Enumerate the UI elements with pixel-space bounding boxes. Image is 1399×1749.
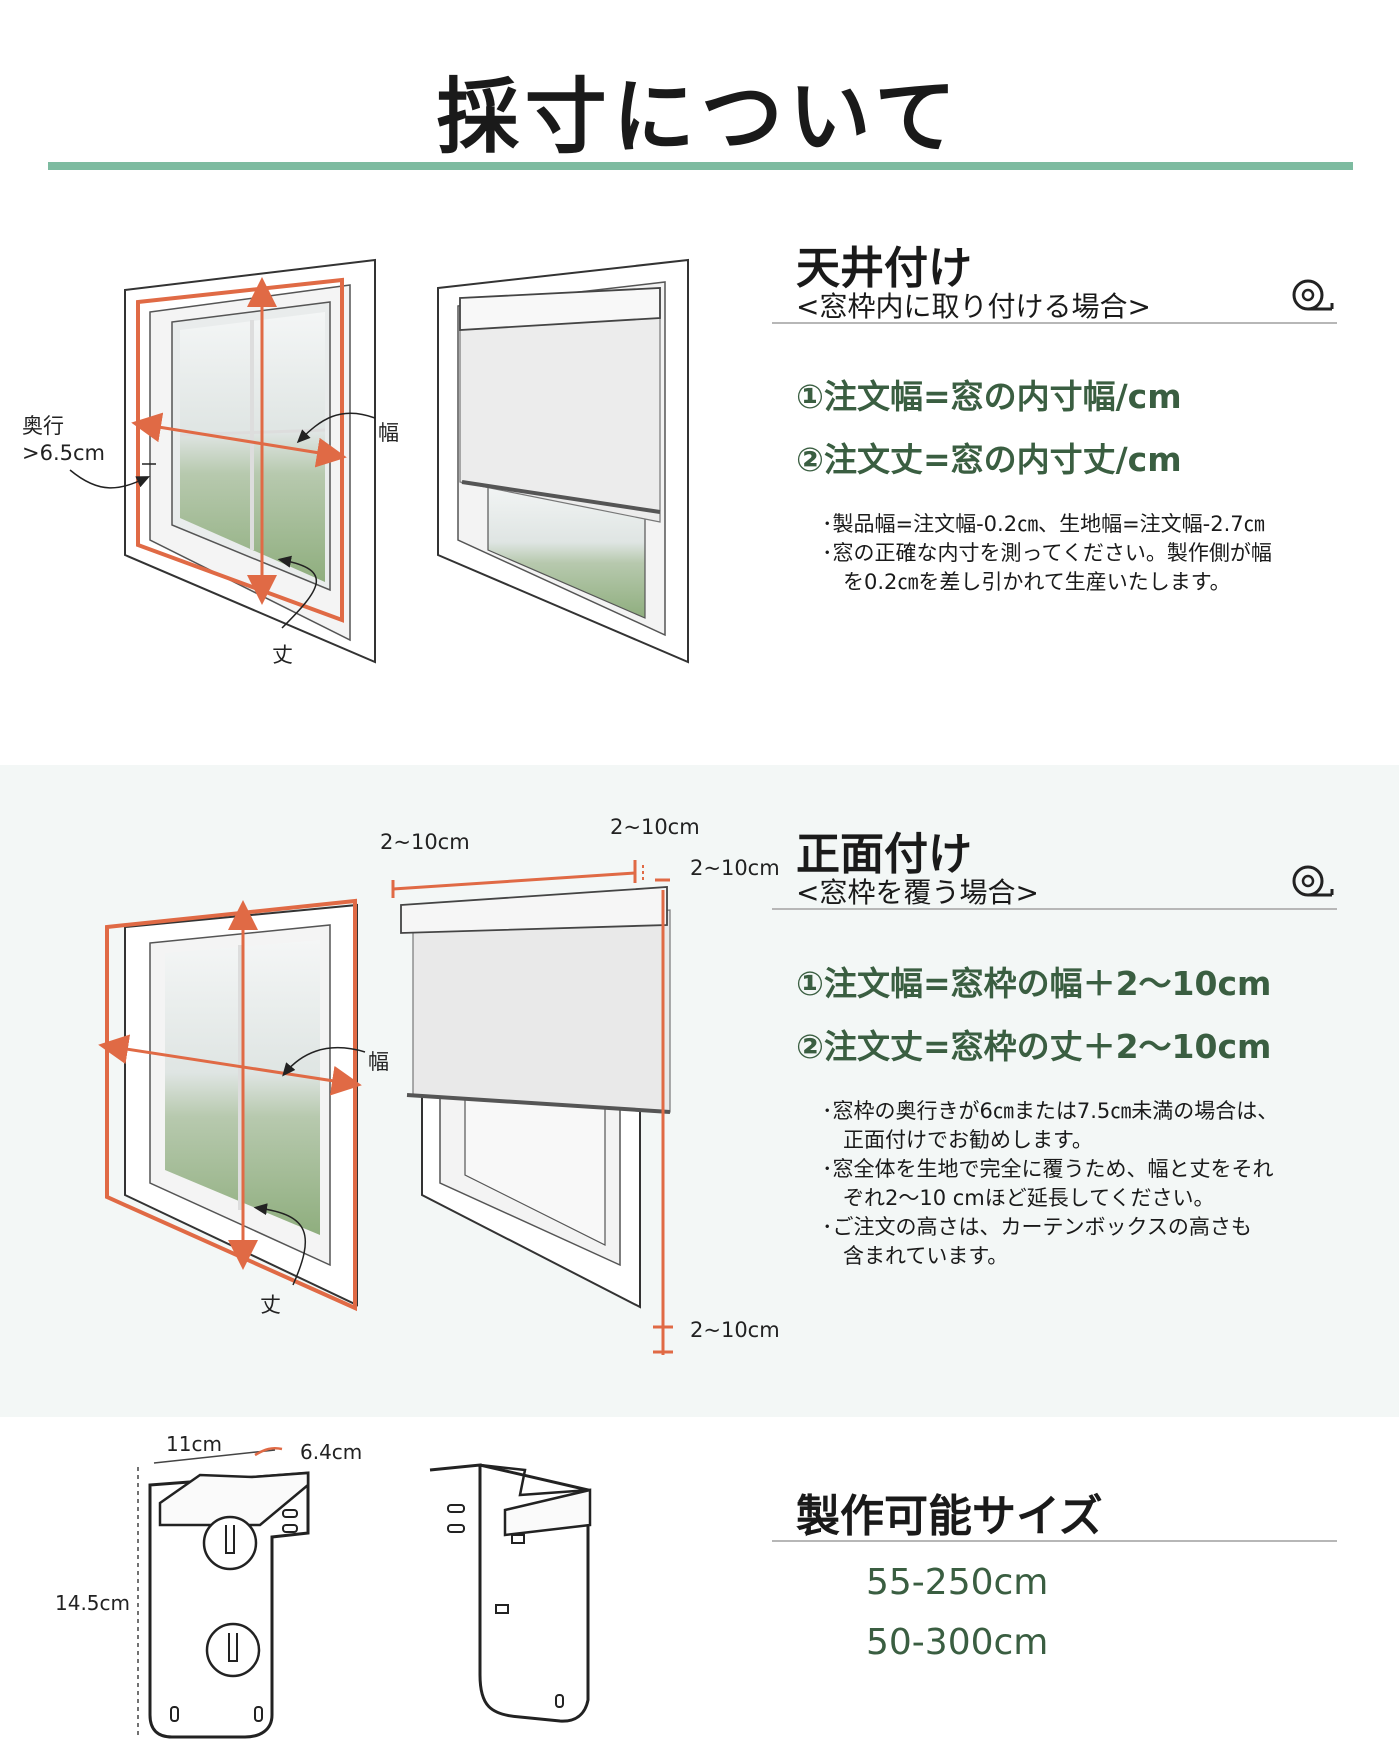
outside-formula-height: ②注文丈=窓枠の丈＋2〜10cm <box>796 1027 1272 1066</box>
depth-label-line1: 奥行 <box>22 414 64 438</box>
outside-note-1: ･窓枠の奥行きが6㎝または7.5㎝未満の場合は、 <box>822 1099 1279 1123</box>
inside-notes: ･製品幅=注文幅-0.2㎝、生地幅=注文幅-2.7㎝ ･窓の正確な内寸を測ってく… <box>822 510 1272 597</box>
size-width-range: 55-250cm <box>866 1562 1049 1603</box>
page-title: 採寸について <box>436 70 963 165</box>
outside-height-label: 丈 <box>260 1293 281 1317</box>
window-inside-frame <box>124 258 376 664</box>
height-label: 丈 <box>272 643 293 667</box>
outside-notes: ･窓枠の奥行きが6㎝または7.5㎝未満の場合は、 正面付けでお勧めします。 ･窓… <box>822 1097 1278 1271</box>
outside-note-4: ぞれ2〜10 cmほど延長してください。 <box>822 1186 1215 1210</box>
bracket-illustration: 11cm 6.4cm 14.5cm <box>55 1432 592 1739</box>
outside-note-3: ･窓全体を生地で完全に覆うため、幅と丈をそれ <box>822 1157 1274 1181</box>
inside-mount-subtitle: <窓枠内に取り付ける場合> <box>796 290 1151 323</box>
inside-mount-divider <box>772 322 1337 324</box>
window-outside-frame <box>124 903 358 1307</box>
bracket-depth-label: 6.4cm <box>300 1440 362 1464</box>
inside-note-3: を0.2㎝を差し引かれて生産いたします。 <box>822 570 1231 594</box>
outside-note-2: 正面付けでお勧めします。 <box>822 1128 1093 1152</box>
title-divider <box>48 162 1353 170</box>
bracket-width-label: 11cm <box>166 1432 222 1456</box>
outside-note-5: ･ご注文の高さは、カーテンボックスの高さも <box>822 1215 1252 1239</box>
mounting-bracket-front <box>148 1471 310 1739</box>
margin-right-label: 2~10cm <box>610 815 700 839</box>
outside-note-6: 含まれています。 <box>822 1244 1009 1268</box>
outside-mount-title: 正面付け <box>796 829 972 880</box>
outside-mount-subtitle: <窓枠を覆う場合> <box>796 876 1039 909</box>
mounting-bracket-back <box>429 1463 592 1723</box>
outside-formula-width: ①注文幅=窓枠の幅＋2〜10cm <box>796 964 1272 1003</box>
margin-top-label: 2~10cm <box>690 856 780 880</box>
size-range-divider <box>772 1540 1337 1542</box>
bracket-height-label: 14.5cm <box>55 1591 130 1615</box>
size-range-title: 製作可能サイズ <box>796 1491 1103 1542</box>
depth-label-line2: >6.5cm <box>22 441 105 465</box>
width-label: 幅 <box>378 421 399 445</box>
margin-bottom-label: 2~10cm <box>690 1318 780 1342</box>
window-inside-blind <box>437 258 689 664</box>
inside-mount-illustration: 奥行 >6.5cm 幅 丈 <box>22 258 689 667</box>
outside-width-label: 幅 <box>368 1050 389 1074</box>
outside-mount-divider <box>772 908 1337 910</box>
inside-note-1: ･製品幅=注文幅-0.2㎝、生地幅=注文幅-2.7㎝ <box>822 512 1265 536</box>
window-outside-blind <box>400 886 671 1309</box>
inside-formula-width: ①注文幅=窓の内寸幅/cm <box>796 377 1182 416</box>
inside-note-2: ･窓の正確な内寸を測ってください。製作側が幅 <box>822 541 1272 565</box>
inside-mount-title: 天井付け <box>796 243 972 294</box>
outside-mount-illustration: 幅 丈 2~10cm 2~10cm 2~10cm 2~10cm <box>98 815 780 1355</box>
size-height-range: 50-300cm <box>866 1622 1049 1663</box>
measuring-tape-icon <box>1292 865 1334 897</box>
margin-left-label: 2~10cm <box>380 830 470 854</box>
inside-formula-height: ②注文丈=窓の内寸丈/cm <box>796 440 1182 479</box>
measuring-tape-icon <box>1292 279 1334 311</box>
